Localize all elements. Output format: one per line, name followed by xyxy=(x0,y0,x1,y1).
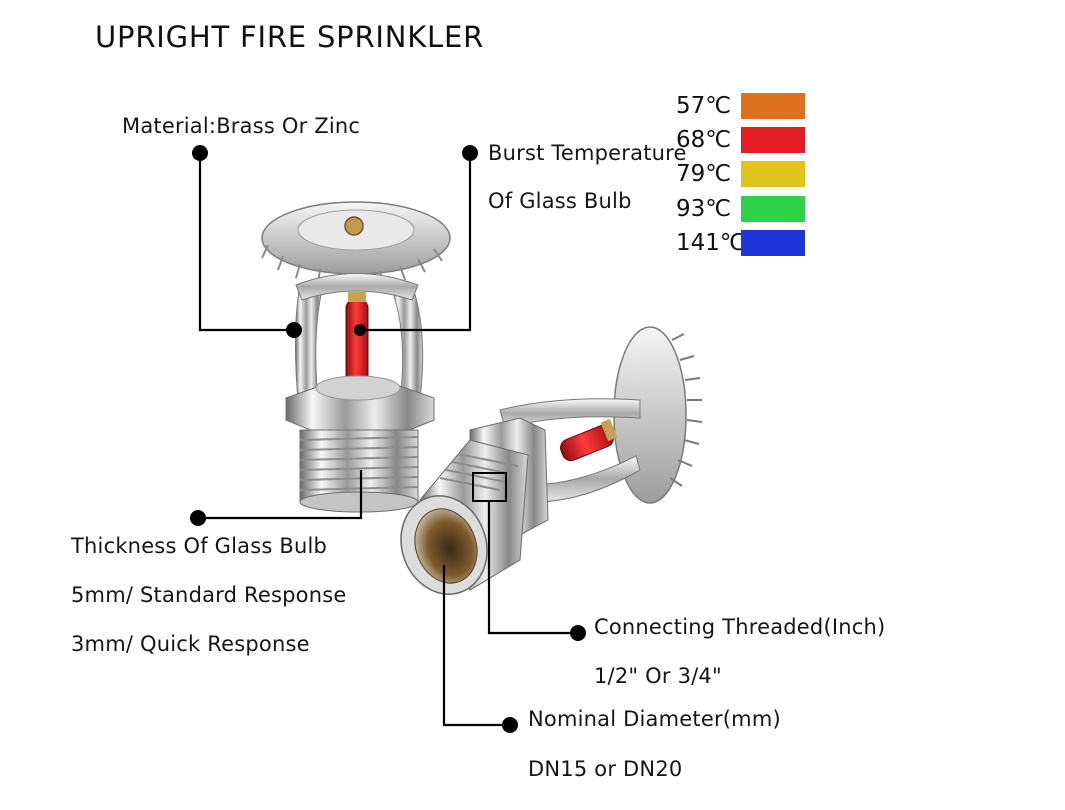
temp-label: 68℃ xyxy=(676,127,732,153)
temp-label: 141℃ xyxy=(676,230,746,256)
temp-swatch xyxy=(741,161,805,187)
quick-response-label: 3mm/ Quick Response xyxy=(71,632,310,656)
temp-label: 79℃ xyxy=(676,161,732,187)
glass-bulb-label: Of Glass Bulb xyxy=(488,189,632,213)
temp-swatch xyxy=(741,196,805,222)
temp-swatch xyxy=(741,93,805,119)
temp-label: 57℃ xyxy=(676,93,732,119)
material-label: Material:Brass Or Zinc xyxy=(122,114,361,138)
page-title: UPRIGHT FIRE SPRINKLER xyxy=(95,20,485,54)
leader-dots xyxy=(190,145,586,733)
diameter-value: DN15 or DN20 xyxy=(528,757,683,781)
thickness-title: Thickness Of Glass Bulb xyxy=(71,534,328,558)
temp-swatch xyxy=(741,230,805,256)
standard-response-label: 5mm/ Standard Response xyxy=(71,583,347,607)
temp-label: 93℃ xyxy=(676,196,732,222)
upright-sprinkler xyxy=(261,201,451,513)
temp-swatch xyxy=(741,127,805,153)
thread-value: 1/2" Or 3/4" xyxy=(594,664,722,688)
thread-title: Connecting Threaded(Inch) xyxy=(594,615,886,639)
diameter-title: Nominal Diameter(mm) xyxy=(528,707,781,731)
side-sprinkler xyxy=(400,326,703,595)
burst-temperature-label: Burst Temperature xyxy=(488,141,687,165)
leader-lines xyxy=(198,153,578,727)
